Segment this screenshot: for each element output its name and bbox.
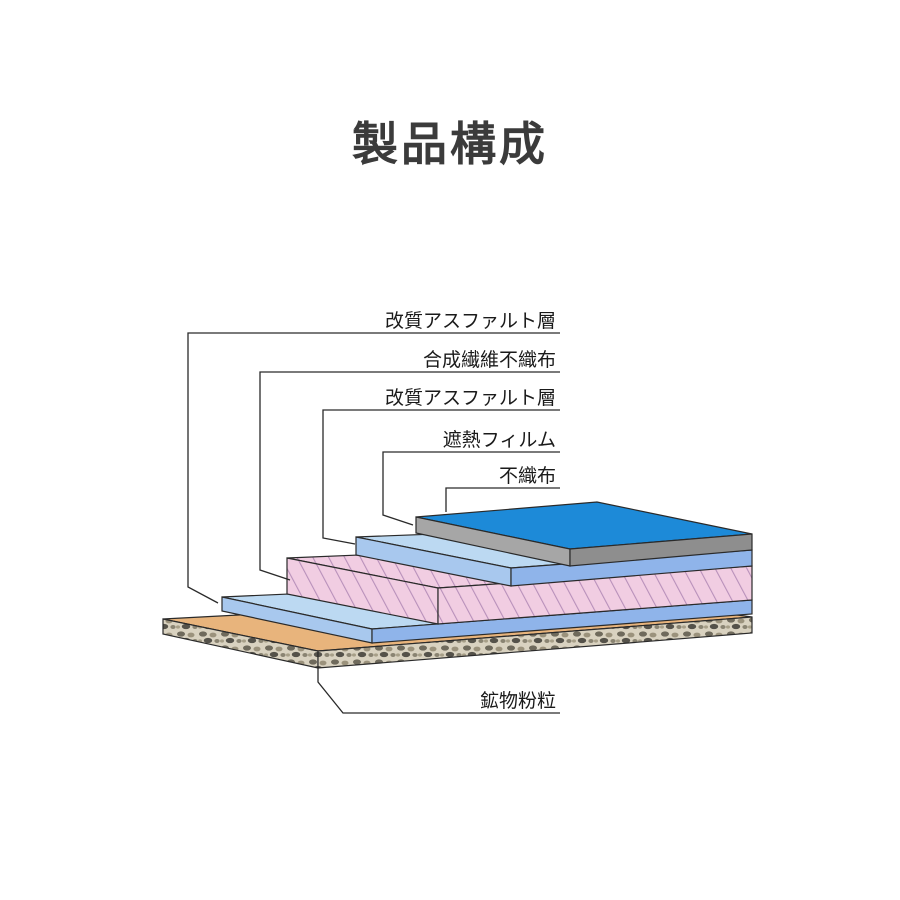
leader-mineral xyxy=(317,667,560,714)
leader-top-asphalt xyxy=(187,332,560,604)
leader-heat-film xyxy=(382,451,560,526)
label-top-asphalt: 改質アスファルト層 xyxy=(385,310,556,332)
leader-mid-asphalt xyxy=(322,409,560,545)
label-synthetic-nonwoven: 合成繊維不織布 xyxy=(423,349,556,371)
leader-lines xyxy=(187,332,560,714)
mineral-layer-side xyxy=(317,616,753,669)
top-nonwoven-layer xyxy=(415,501,753,567)
label-nonwoven: 不織布 xyxy=(499,465,556,487)
page-title: 製品構成 xyxy=(352,117,548,171)
leader-synthetic-nonwoven xyxy=(259,371,560,581)
label-heat-film: 遮熱フィルム xyxy=(443,429,556,451)
heat-film-side-edge xyxy=(569,533,753,567)
label-mineral: 鉱物粉粒 xyxy=(480,690,556,712)
label-mid-asphalt: 改質アスファルト層 xyxy=(385,387,556,409)
leader-nonwoven xyxy=(445,487,560,512)
